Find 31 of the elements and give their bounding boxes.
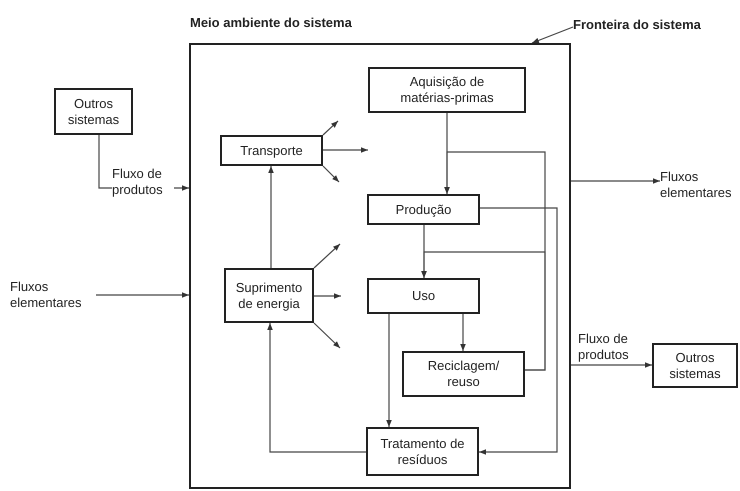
process-box: Tratamento de resíduos [366,427,479,476]
arrow [571,178,660,184]
process-box: Uso [367,278,480,314]
arrow [322,120,338,136]
system-box: Outros sistemas [54,88,133,135]
arrow [386,314,392,427]
edge-label: Fluxo de produtos [112,166,174,198]
arrow [479,207,558,455]
process-box: Transporte [220,135,323,166]
environment-heading: Meio ambiente do sistema [190,15,352,30]
process-box: Reciclagem/ reuso [402,351,525,397]
flow-label: Fluxos elementares [10,278,96,312]
process-box: Suprimento de energia [224,268,314,323]
arrow [314,244,340,268]
system-box: Outros sistemas [652,343,738,388]
arrow [323,147,368,153]
arrow [460,314,466,351]
system-boundary [189,43,571,489]
arrow [314,322,340,348]
arrow [96,292,189,298]
arrow [314,293,341,299]
flow-label: Fluxos elementares [660,168,740,202]
arrow [268,166,274,268]
arrow [267,323,366,453]
arrow [571,362,652,368]
arrow [421,251,546,371]
arrow [322,166,340,182]
process-box: Produção [367,194,480,225]
boundary-label: Fronteira do sistema [573,14,733,36]
leader-line [532,26,574,44]
process-box: Aquisição de matérias-primas [368,67,526,113]
